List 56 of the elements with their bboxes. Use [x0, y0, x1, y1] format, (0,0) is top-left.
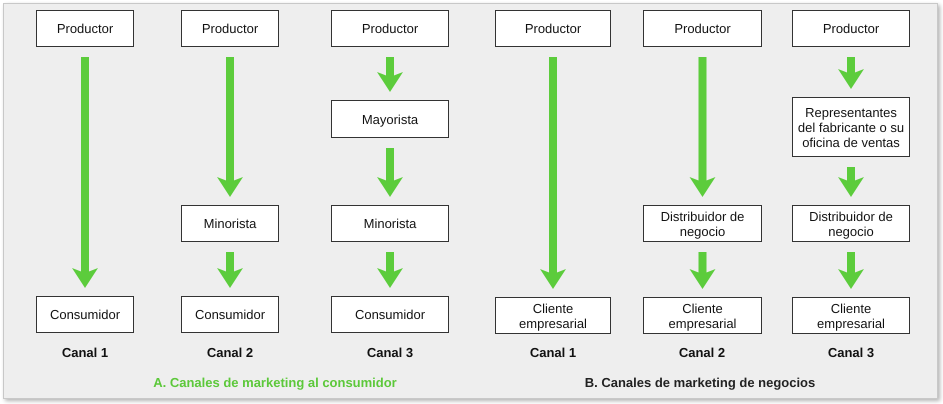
process-box [181, 296, 279, 333]
arrow [377, 57, 403, 92]
process-box [792, 97, 910, 157]
process-box [495, 297, 611, 334]
box-label: Productor [674, 21, 731, 36]
channel-label: Canal 2 [206, 345, 254, 360]
box-label: Minorista [204, 216, 256, 231]
channel-label: Canal 3 [826, 345, 876, 360]
process-box [643, 297, 762, 334]
box-label: Consumidor [50, 307, 120, 322]
box-label: Cliente empresarial [668, 300, 738, 330]
channel-label: Canal 1 [528, 345, 578, 360]
process-box [331, 10, 449, 47]
box-label: Cliente empresarial [816, 300, 886, 330]
arrow [690, 57, 716, 197]
box-label: Productor [56, 21, 114, 36]
process-box [331, 100, 449, 138]
channel-label: Canal 3 [366, 345, 414, 360]
process-box [643, 205, 762, 242]
section-title: A. Canales de marketing al consumidor [152, 375, 398, 390]
box-label: Representantes del fabricante o su oficina de ventas [797, 104, 905, 150]
arrow [377, 148, 403, 197]
box-label: Cliente empresarial [518, 300, 588, 330]
box-label: Distribuidor de negocio [808, 208, 894, 238]
process-box [792, 297, 910, 334]
process-box [181, 205, 279, 242]
channel-label: Canal 1 [60, 345, 110, 360]
process-box [331, 296, 449, 333]
box-label: Minorista [364, 216, 416, 231]
process-box [792, 10, 910, 47]
arrow [838, 57, 864, 89]
box-label: Consumidor [354, 307, 426, 322]
process-box [36, 296, 134, 333]
box-label: Productor [202, 21, 258, 36]
process-box [36, 10, 134, 47]
arrow [838, 167, 864, 197]
arrow [377, 252, 403, 288]
arrow [217, 252, 243, 288]
process-box [181, 10, 279, 47]
arrow [540, 57, 566, 289]
box-label: Productor [362, 21, 418, 36]
box-label: Productor [822, 21, 880, 36]
process-box [792, 205, 910, 242]
box-label: Distribuidor de negocio [660, 208, 746, 238]
process-box [331, 205, 449, 242]
arrow [72, 57, 98, 288]
process-box [495, 10, 611, 47]
box-label: Mayorista [362, 112, 418, 126]
arrow [690, 252, 716, 289]
process-box [643, 10, 762, 47]
arrow [217, 57, 243, 197]
box-label: Consumidor [194, 307, 266, 322]
channel-label: Canal 2 [678, 345, 726, 360]
section-title: B. Canales de marketing de negocios [584, 375, 816, 390]
arrow [838, 252, 864, 289]
box-label: Productor [524, 21, 582, 36]
